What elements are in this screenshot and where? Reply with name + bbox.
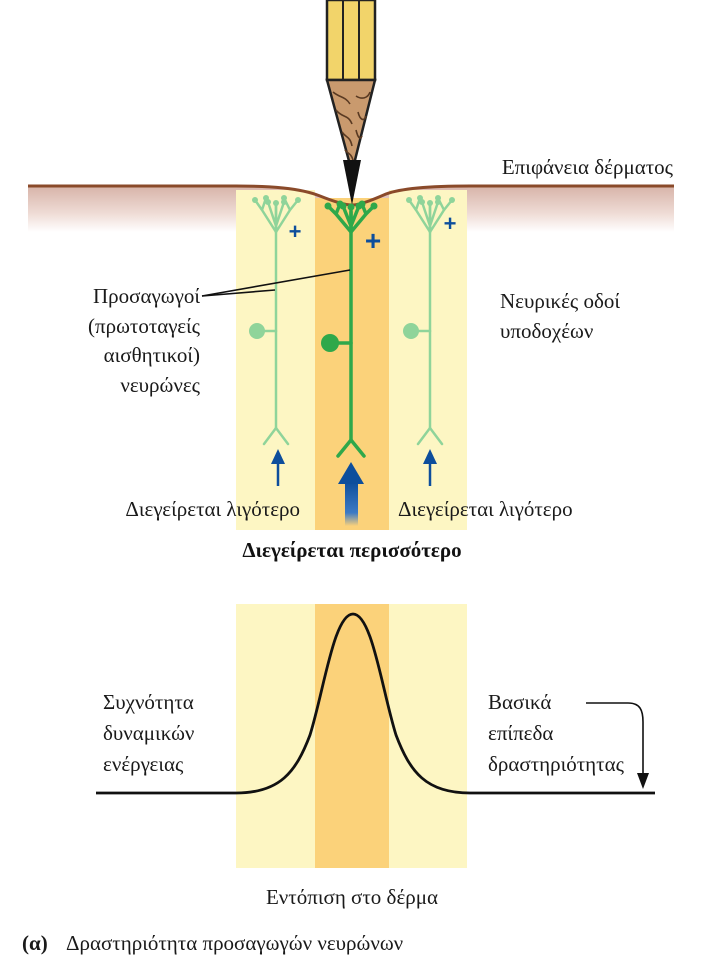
pencil-icon (325, 0, 377, 205)
lower-left-column (236, 604, 315, 868)
arrow-down-icon (637, 773, 649, 789)
activity-curve (96, 612, 655, 795)
neuron-center (321, 200, 378, 458)
svg-text:Προσαγωγοί: Προσαγωγοί (93, 284, 200, 308)
frequency-label: Συχνότητα δυναμικών ενέργειας (103, 690, 194, 776)
receptor-pathways-label: Νευρικές οδοί υποδοχέων (500, 289, 620, 343)
arrow-up-center-icon (338, 462, 364, 526)
less-stimulated-right-label: Διεγείρεται λιγότερο (398, 497, 573, 521)
more-stimulated-label: Διεγείρεται περισσότερο (242, 538, 461, 562)
skin-surface-label: Επιφάνεια δέρματος (502, 155, 674, 179)
svg-text:νευρώνες: νευρώνες (120, 373, 200, 397)
lower-columns (236, 604, 467, 868)
arrow-up-right-icon (423, 449, 437, 486)
arrow-up-left-icon (271, 449, 285, 486)
lower-right-column (389, 604, 467, 868)
svg-text:Νευρικές οδοί: Νευρικές οδοί (500, 289, 620, 313)
baseline-pointer (586, 702, 649, 789)
caption-text: Δραστηριότητα προσαγωγών νευρώνων (66, 931, 403, 955)
plus-sign-center: + (365, 225, 381, 256)
svg-text:Συχνότητα: Συχνότητα (103, 690, 194, 714)
svg-text:δυναμικών: δυναμικών (103, 721, 194, 745)
right-column (389, 190, 467, 530)
caption-mark: (α) (22, 931, 48, 955)
svg-text:Βασικά: Βασικά (488, 690, 551, 714)
figure-caption: (α) Δραστηριότητα προσαγωγών νευρώνων (22, 931, 403, 955)
neuron-left (249, 195, 301, 446)
svg-text:υποδοχέων: υποδοχέων (500, 319, 593, 343)
plus-sign-right: + (444, 211, 457, 236)
baseline-activity-label: Βασικά επίπεδα δραστηριότητας (488, 690, 625, 776)
svg-text:επίπεδα: επίπεδα (488, 721, 553, 745)
afferent-leader-lines (201, 269, 351, 297)
svg-text:δραστηριότητας: δραστηριότητας (488, 752, 625, 776)
plus-sign-left: + (289, 219, 302, 244)
skin-location-label: Εντόπιση στο δέρμα (266, 885, 438, 909)
svg-text:ενέργειας: ενέργειας (103, 752, 184, 776)
stimulus-arrows (271, 449, 437, 526)
less-stimulated-left-label: Διεγείρεται λιγότερο (125, 497, 300, 521)
neuron-right (403, 195, 455, 446)
svg-text:αισθητικοί): αισθητικοί) (104, 343, 200, 367)
lower-center-column (315, 604, 389, 868)
svg-text:(πρωτοταγείς: (πρωτοταγείς (88, 314, 201, 338)
afferent-neurons-label: Προσαγωγοί (πρωτοταγείς αισθητικοί) νευρ… (88, 284, 201, 397)
